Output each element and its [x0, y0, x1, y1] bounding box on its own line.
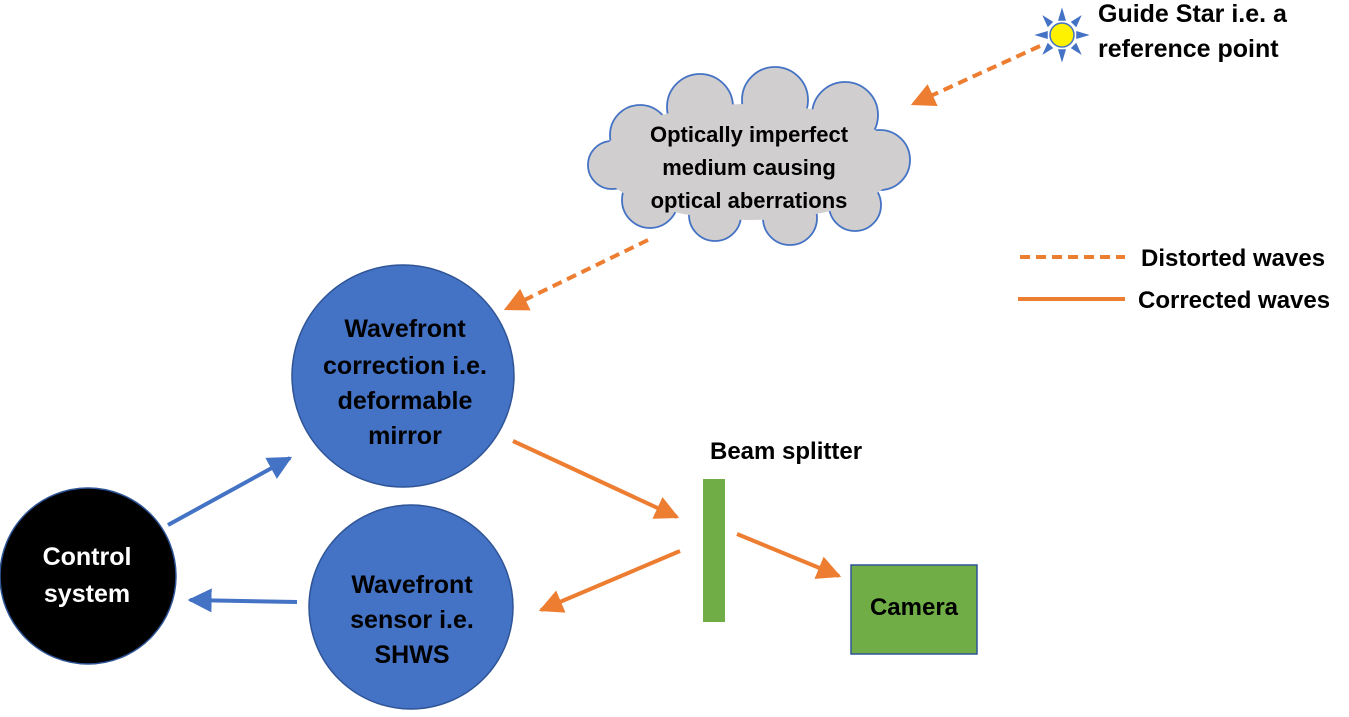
signal-arrow-sensor-to-control: [187, 588, 298, 613]
sensor-text-line3: SHWS: [375, 641, 450, 669]
corrected-wave-mirror-to-splitter: [512, 439, 680, 519]
deformable-mirror-node: [291, 264, 515, 488]
sensor-text-line2: sensor i.e.: [350, 606, 474, 634]
legend-distorted-label: Distorted waves: [1141, 245, 1325, 272]
cloud-text-line3: optical aberrations: [651, 188, 848, 213]
camera-node: [850, 564, 978, 655]
control-text-line2: system: [44, 580, 130, 608]
control-system-node: [0, 487, 177, 665]
legend-corrected-label: Corrected waves: [1138, 287, 1330, 314]
mirror-text-line3: deformable: [338, 387, 473, 415]
camera-label: Camera: [870, 594, 959, 621]
sun-icon: [1034, 7, 1090, 63]
cloud-text-line1: Optically imperfect: [650, 122, 849, 147]
corrected-wave-splitter-to-sensor: [538, 549, 681, 613]
signal-arrow-control-to-mirror: [167, 456, 293, 527]
mirror-text-line2: correction i.e.: [323, 352, 487, 380]
beam-splitter-label: Beam splitter: [710, 438, 862, 465]
guide-star-label-line2: reference point: [1098, 35, 1279, 63]
mirror-text-line1: Wavefront: [344, 315, 466, 343]
distorted-wave-star-to-cloud: [910, 44, 1041, 106]
cloud-shape: [587, 66, 911, 246]
corrected-wave-splitter-to-camera: [736, 532, 842, 579]
control-text-line1: Control: [43, 543, 132, 571]
mirror-text-line4: mirror: [368, 422, 442, 450]
beam-splitter-node: [703, 479, 725, 622]
sensor-text-line1: Wavefront: [351, 571, 473, 599]
guide-star-label-line1: Guide Star i.e. a: [1098, 0, 1288, 28]
wavefront-sensor-node: [308, 504, 514, 710]
cloud-text-line2: medium causing: [662, 155, 836, 180]
distorted-wave-cloud-to-mirror: [503, 238, 649, 311]
